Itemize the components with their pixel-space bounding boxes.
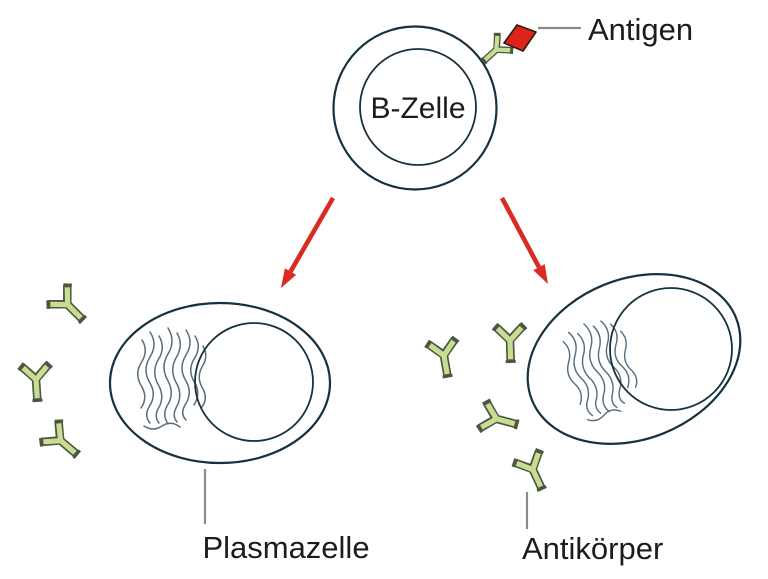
arrow-left — [281, 196, 335, 288]
arrow-right — [499, 196, 548, 284]
plasma-cell-right-body — [526, 273, 742, 445]
b-cell-label: B-Zelle — [370, 92, 465, 125]
antibody-icon — [424, 336, 464, 379]
antibody-icon — [476, 398, 521, 440]
b-cell-membrane — [332, 25, 498, 191]
er-right-icon — [555, 313, 646, 425]
antibody-icon — [37, 417, 88, 467]
plasma-cell-left — [108, 301, 332, 465]
antibody-icon — [44, 281, 95, 332]
antibody-icon — [493, 323, 528, 362]
antibody-label: Antikörper — [522, 531, 663, 566]
plasma-cell-label: Plasmazelle — [202, 530, 369, 565]
plasma-cell-right-nucleus — [609, 287, 733, 411]
antibody-icon — [18, 361, 54, 401]
plasma-cell-left-body — [108, 301, 332, 465]
b-cell: B-Zelle — [332, 25, 516, 191]
antigen-icon — [503, 24, 537, 52]
plasma-cell-right — [526, 273, 742, 445]
b-cell-cytoplasm — [359, 48, 477, 166]
plasma-cell-left-nucleus — [194, 322, 314, 442]
antibody-icon — [510, 447, 557, 496]
antigen-label: Antigen — [588, 12, 693, 47]
